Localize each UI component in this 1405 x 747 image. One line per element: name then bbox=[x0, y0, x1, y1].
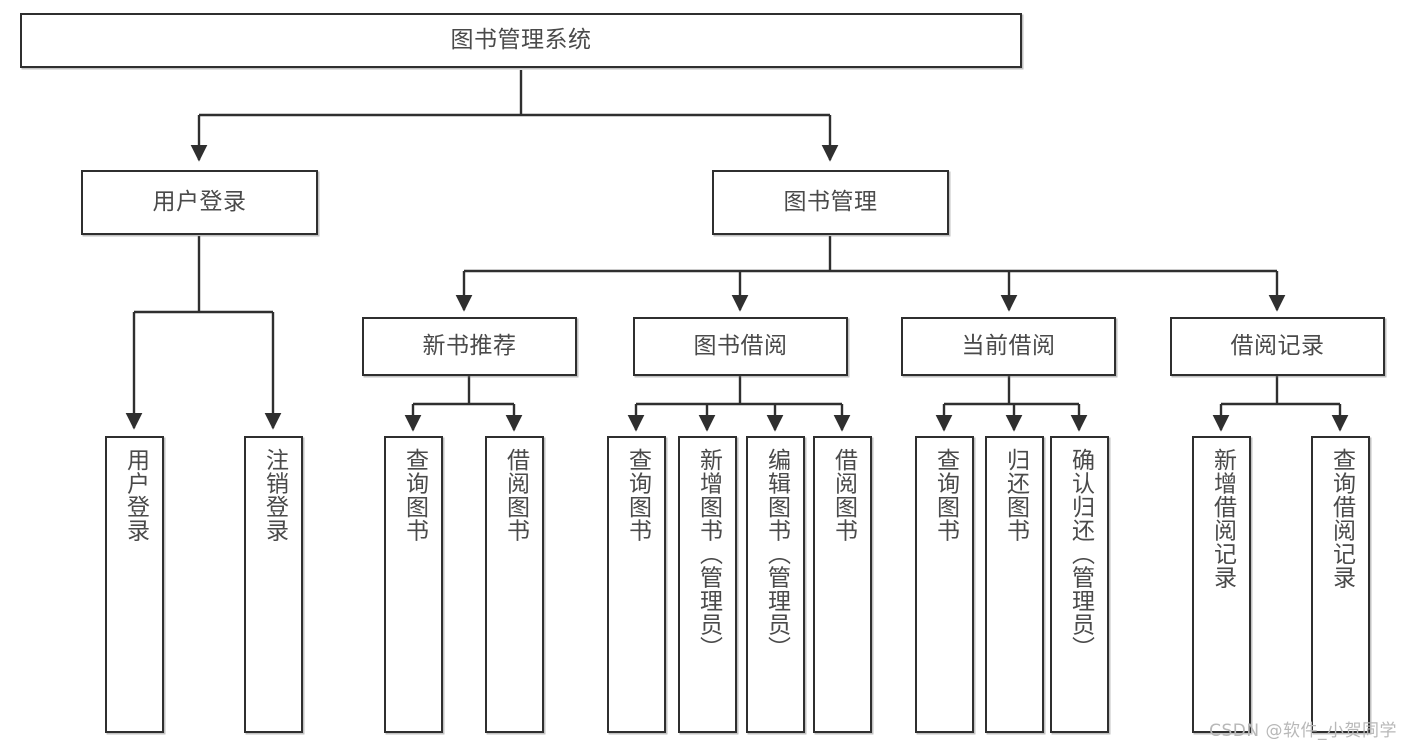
leaf-user-login-login-label: 用户登录 bbox=[122, 448, 149, 542]
node-user-login-label: 用户登录 bbox=[152, 189, 247, 216]
leaf-borrow-query-book[interactable]: 查询图书 bbox=[607, 436, 666, 733]
leaf-user-login-login[interactable]: 用户登录 bbox=[105, 436, 164, 733]
node-current-borrow-label: 当前借阅 bbox=[961, 333, 1056, 360]
node-book-borrow-label: 图书借阅 bbox=[693, 333, 788, 360]
node-root[interactable]: 图书管理系统 bbox=[20, 13, 1022, 68]
leaf-current-query-book[interactable]: 查询图书 bbox=[915, 436, 974, 733]
leaf-record-query-record[interactable]: 查询借阅记录 bbox=[1311, 436, 1370, 733]
csdn-watermark: CSDN @软件_小贺同学 bbox=[1209, 721, 1397, 741]
leaf-current-confirm-return-label: 确认归还（管理员） bbox=[1067, 448, 1094, 660]
leaf-borrow-edit-book-label: 编辑图书（管理员） bbox=[763, 448, 790, 660]
leaf-current-return-book-label: 归还图书 bbox=[1002, 448, 1029, 542]
leaf-borrow-borrow-book-label: 借阅图书 bbox=[830, 448, 857, 542]
leaf-borrow-query-book-label: 查询图书 bbox=[624, 448, 651, 542]
node-book-borrow[interactable]: 图书借阅 bbox=[633, 317, 848, 376]
leaf-recommend-query-book-label: 查询图书 bbox=[401, 448, 428, 542]
leaf-current-query-book-label: 查询图书 bbox=[932, 448, 959, 542]
leaf-record-query-record-label: 查询借阅记录 bbox=[1328, 448, 1355, 589]
node-new-book-recommend[interactable]: 新书推荐 bbox=[362, 317, 577, 376]
leaf-recommend-borrow-book-label: 借阅图书 bbox=[502, 448, 529, 542]
leaf-record-add-record[interactable]: 新增借阅记录 bbox=[1192, 436, 1251, 733]
leaf-user-login-logout-label: 注销登录 bbox=[261, 448, 288, 542]
node-new-book-recommend-label: 新书推荐 bbox=[422, 333, 517, 360]
leaf-borrow-borrow-book[interactable]: 借阅图书 bbox=[813, 436, 872, 733]
leaf-borrow-add-book[interactable]: 新增图书（管理员） bbox=[678, 436, 737, 733]
leaf-record-add-record-label: 新增借阅记录 bbox=[1209, 448, 1236, 589]
node-root-label: 图书管理系统 bbox=[450, 27, 592, 54]
node-user-login[interactable]: 用户登录 bbox=[81, 170, 318, 235]
node-current-borrow[interactable]: 当前借阅 bbox=[901, 317, 1116, 376]
node-book-management[interactable]: 图书管理 bbox=[712, 170, 949, 235]
node-borrow-record-label: 借阅记录 bbox=[1230, 333, 1325, 360]
leaf-recommend-query-book[interactable]: 查询图书 bbox=[384, 436, 443, 733]
leaf-current-return-book[interactable]: 归还图书 bbox=[985, 436, 1044, 733]
leaf-user-login-logout[interactable]: 注销登录 bbox=[244, 436, 303, 733]
node-borrow-record[interactable]: 借阅记录 bbox=[1170, 317, 1385, 376]
leaf-borrow-add-book-label: 新增图书（管理员） bbox=[695, 448, 722, 660]
node-book-management-label: 图书管理 bbox=[783, 189, 878, 216]
leaf-borrow-edit-book[interactable]: 编辑图书（管理员） bbox=[746, 436, 805, 733]
leaf-recommend-borrow-book[interactable]: 借阅图书 bbox=[485, 436, 544, 733]
leaf-current-confirm-return[interactable]: 确认归还（管理员） bbox=[1050, 436, 1109, 733]
